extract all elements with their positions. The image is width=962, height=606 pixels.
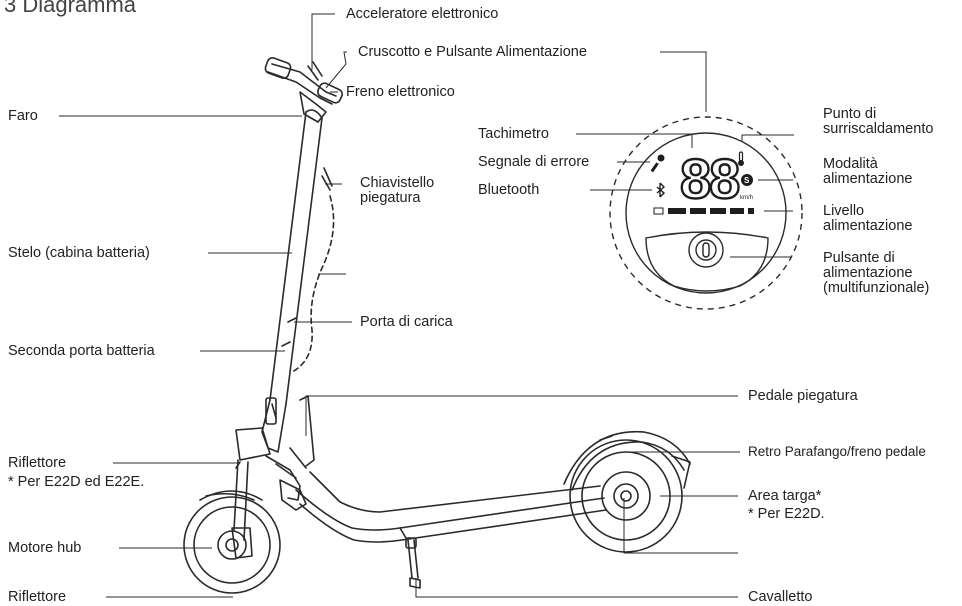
- wrench-icon: [650, 154, 665, 173]
- label-power-mode: Modalità alimentazione: [823, 156, 913, 187]
- rear-wheel: [563, 430, 691, 553]
- power-button-outer: [688, 232, 724, 268]
- bluetooth-icon: [656, 182, 666, 198]
- stem: [261, 109, 333, 453]
- label-brake: Freno elettronico: [346, 84, 455, 100]
- label-bluetooth: Bluetooth: [478, 182, 540, 198]
- power-icon: [702, 242, 710, 258]
- front-fork: [231, 395, 315, 559]
- mode-letter: S: [744, 176, 750, 185]
- label-accelerator: Acceleratore elettronico: [346, 6, 499, 22]
- deck: [295, 471, 607, 543]
- label-folding-pedal: Pedale piegatura: [748, 388, 858, 404]
- label-stem: Stelo (cabina batteria): [8, 245, 150, 261]
- mode-badge: [741, 174, 753, 186]
- thermometer-icon: [738, 151, 744, 166]
- label-headlight: Faro: [8, 108, 38, 124]
- label-overheat: Punto di surriscaldamento: [823, 106, 934, 137]
- power-button-ring: [695, 239, 717, 261]
- label-dashboard-power: Cruscotto e Pulsante Alimentazione: [358, 44, 587, 60]
- speed-digits: 88: [680, 147, 739, 210]
- leader-lines: [59, 13, 794, 598]
- label-reflector-note: * Per E22D ed E22E.: [8, 474, 145, 490]
- section-heading: 3 Diagramma: [4, 0, 137, 17]
- label-reflector-front: Riflettore: [8, 455, 67, 471]
- label-kickstand: Cavalletto: [748, 589, 813, 605]
- label-plate-area: Area targa*: [748, 488, 822, 504]
- front-wheel: [183, 490, 281, 594]
- label-folding-latch: Chiavistello piegatura: [360, 175, 435, 206]
- label-battery-level: Livello alimentazione: [823, 203, 913, 234]
- dashboard-inner-circle: [625, 132, 787, 294]
- speed-unit: km/h: [740, 195, 753, 201]
- power-button-panel: [645, 231, 769, 292]
- dashboard-detail: [609, 116, 803, 310]
- label-plate-note: * Per E22D.: [748, 506, 825, 522]
- battery-level-bar: [653, 207, 754, 215]
- label-second-battery-port: Seconda porta batteria: [8, 343, 155, 359]
- handlebar: [264, 56, 343, 123]
- label-charging-port: Porta di carica: [360, 314, 453, 330]
- label-speedometer: Tachimetro: [478, 126, 549, 142]
- label-reflector-bottom: Riflettore: [8, 589, 67, 605]
- label-error-signal: Segnale di errore: [478, 154, 590, 170]
- label-power-button: Pulsante di alimentazione (multifunziona…: [823, 250, 930, 296]
- battery-compartment-outline: [291, 195, 335, 373]
- label-hub-motor: Motore hub: [8, 540, 82, 556]
- kickstand: [405, 537, 421, 589]
- label-rear-fender: Retro Parafango/freno pedale: [748, 444, 926, 459]
- dashboard-outer-circle: [609, 116, 803, 310]
